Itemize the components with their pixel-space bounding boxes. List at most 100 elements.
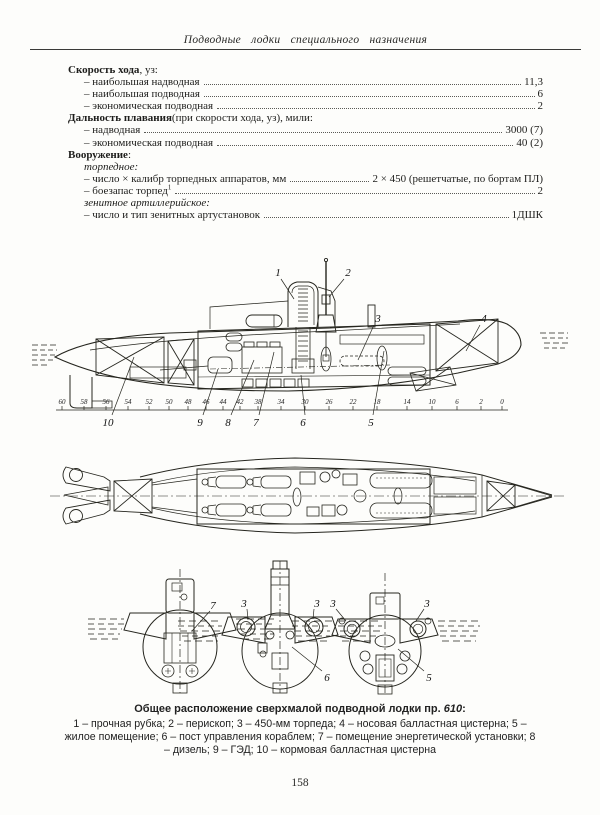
callout-leaders xyxy=(111,278,481,416)
spec-item: – наибольшая подводная 6 xyxy=(84,88,543,100)
callout-7: 7 xyxy=(253,417,259,429)
svg-text:6: 6 xyxy=(455,398,459,406)
machinery xyxy=(159,332,427,388)
spec-item: – боезапас торпед1 2 xyxy=(84,183,544,197)
section-callout-6: 6 xyxy=(324,672,330,684)
svg-text:44: 44 xyxy=(220,398,228,406)
figure-caption: Общее расположение сверхмалой подводной … xyxy=(0,703,600,715)
plan-torpedoes xyxy=(201,475,292,517)
plan-bow xyxy=(486,480,553,512)
svg-text:14: 14 xyxy=(404,398,412,406)
spec-label: – число × калибр торпедных аппаратов, мм xyxy=(84,172,287,185)
spec-value: 2 xyxy=(537,100,544,113)
svg-text:58: 58 xyxy=(81,398,89,406)
figure-legend: 1 – прочная рубка; 2 – перископ; 3 – 450… xyxy=(64,718,536,757)
spec-heading-bold: Дальность плавания xyxy=(68,112,172,125)
svg-text:50: 50 xyxy=(166,398,174,406)
periscope xyxy=(315,258,337,362)
plan-view-drawing xyxy=(50,457,564,534)
svg-text:52: 52 xyxy=(146,398,154,406)
plan-living-quarters xyxy=(369,472,477,519)
spec-heading-rest: (при скорости хода, уз), мили: xyxy=(171,112,313,125)
dotted-leader xyxy=(217,108,535,110)
side-view-drawing: 60 58 56 54 52 50 48 46 44 42 38 34 30 2… xyxy=(32,258,568,429)
dotted-leader xyxy=(203,84,522,86)
figure-drawing: 60 58 56 54 52 50 48 46 44 42 38 34 30 2… xyxy=(0,257,600,757)
section-living-quarters: 3 3 5 xyxy=(292,573,480,695)
callout-2: 2 xyxy=(345,267,351,279)
spec-value: 6 xyxy=(537,88,544,101)
hull-profile xyxy=(53,319,522,409)
spec-heading-speed: Скорость хода, уз: xyxy=(68,64,543,76)
callout-numbers: 1 2 3 4 10 9 8 7 6 5 xyxy=(103,267,488,429)
waterline-hatch-right xyxy=(540,332,568,349)
svg-text:34: 34 xyxy=(277,398,286,406)
svg-text:0: 0 xyxy=(500,398,504,406)
spec-value: 2 xyxy=(537,184,544,197)
callout-9: 9 xyxy=(197,417,203,429)
spec-label: – наибольшая подводная xyxy=(84,88,200,101)
spec-heading-rest: , уз: xyxy=(139,64,158,76)
callout-1: 1 xyxy=(275,267,281,279)
dotted-leader xyxy=(203,96,535,98)
spec-heading-rest: : xyxy=(127,148,131,161)
svg-text:22: 22 xyxy=(350,398,358,406)
spec-label: – экономическая подводная xyxy=(84,100,214,113)
svg-text:38: 38 xyxy=(254,398,263,406)
plan-stern-fork xyxy=(62,466,198,525)
svg-text:46: 46 xyxy=(203,398,211,406)
spec-label-text: – боезапас торпед xyxy=(84,184,168,197)
dotted-leader xyxy=(175,192,535,194)
section-callout-3-left: 3 xyxy=(329,598,336,610)
spec-subheading-aa: зенитное артиллерийское: xyxy=(84,197,210,210)
svg-text:2: 2 xyxy=(479,398,483,406)
spec-label: – экономическая подводная xyxy=(84,136,214,149)
spec-item: – число × калибр торпедных аппаратов, мм… xyxy=(84,173,543,185)
svg-text:42: 42 xyxy=(237,398,245,406)
svg-text:48: 48 xyxy=(185,398,193,406)
spec-label: – наибольшая надводная xyxy=(84,76,200,89)
section-callout-3-left: 3 xyxy=(240,598,247,610)
conning-tower xyxy=(209,281,376,370)
callout-10: 10 xyxy=(103,417,115,429)
dotted-leader xyxy=(264,217,509,219)
plan-hull-outline xyxy=(50,457,564,534)
svg-text:18: 18 xyxy=(374,398,382,406)
section-callout-7: 7 xyxy=(210,600,216,612)
caption-project-number: 610 xyxy=(443,703,463,716)
section-callout-3-right: 3 xyxy=(313,598,320,610)
plan-control-room xyxy=(292,469,367,517)
frame-scale xyxy=(56,406,508,411)
footnote-mark: 1 xyxy=(167,183,172,192)
svg-text:56: 56 xyxy=(103,398,111,406)
svg-text:26: 26 xyxy=(326,398,334,406)
header-rule xyxy=(30,49,581,50)
svg-text:60: 60 xyxy=(59,398,67,406)
pressure-hull xyxy=(197,323,431,390)
spec-list: Скорость хода, уз: – наибольшая надводна… xyxy=(68,64,543,221)
bow-ballast-tank xyxy=(409,318,499,392)
spec-label: – боезапас торпед1 xyxy=(84,183,172,197)
plan-pressure-hull xyxy=(196,468,431,525)
cross-sections-drawing: 7 xyxy=(88,560,480,695)
frame-scale-numbers: 60 58 56 54 52 50 48 46 44 42 38 34 30 2… xyxy=(59,398,505,406)
page-number: 158 xyxy=(291,777,309,789)
stern-ballast-tank xyxy=(95,336,195,386)
svg-text:10: 10 xyxy=(429,398,437,406)
callout-6: 6 xyxy=(300,417,306,429)
caption-colon: : xyxy=(462,703,466,716)
dotted-leader xyxy=(217,144,514,146)
spec-value: 3000 (7) xyxy=(505,124,543,137)
spec-value: 1ДШК xyxy=(511,209,543,222)
dotted-leader xyxy=(290,180,370,182)
spec-item: – наибольшая надводная 11,3 xyxy=(84,76,543,88)
spec-value: 11,3 xyxy=(524,76,543,89)
section-control-room: 3 3 6 xyxy=(178,560,382,694)
callout-5: 5 xyxy=(368,417,374,429)
spec-heading-bold: Скорость хода xyxy=(68,64,140,76)
spec-heading-range: Дальность плавания (при скорости хода, у… xyxy=(68,112,543,124)
section-callout-3-right: 3 xyxy=(423,598,430,610)
